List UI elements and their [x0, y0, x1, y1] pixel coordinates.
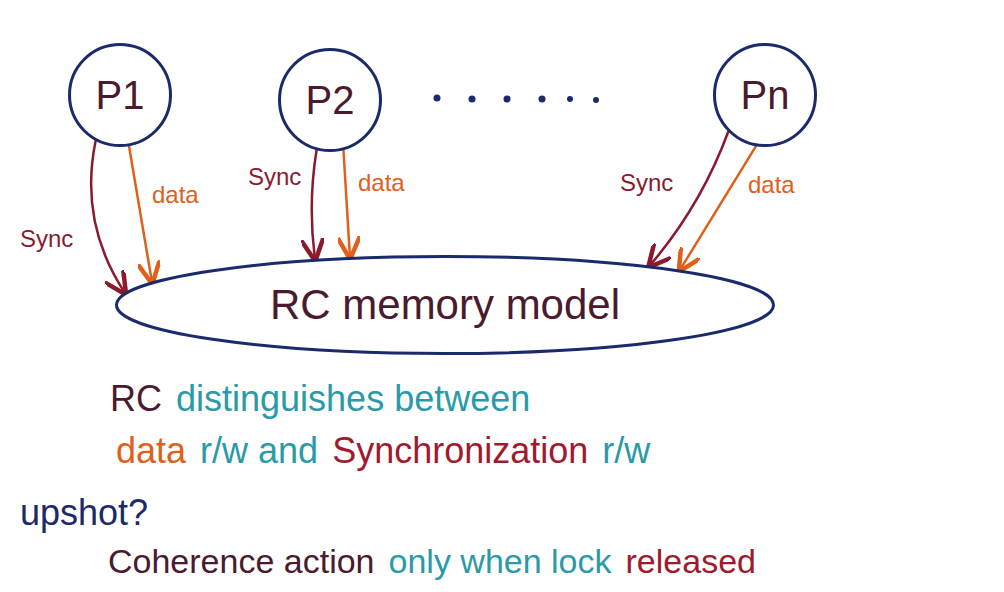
note-text: only when lock: [389, 542, 612, 581]
processor-circle: P1: [68, 43, 172, 147]
note-text: r/w: [602, 430, 650, 472]
edge-label: data: [746, 172, 797, 198]
ellipsis-dots: [434, 95, 600, 104]
edge-label: Sync: [618, 170, 675, 196]
sync-arrow: [91, 141, 125, 293]
data-arrow: [680, 146, 756, 270]
note-text: upshot?: [20, 492, 148, 534]
note-text: Synchronization: [332, 430, 588, 472]
text-line: Coherence action only when lock released: [108, 542, 756, 581]
note-text: r/w and: [200, 430, 318, 472]
edge-label: Sync: [246, 164, 303, 190]
processor-circle: P2: [278, 48, 382, 152]
note-text: released: [626, 542, 756, 581]
note-text: RC: [110, 378, 162, 420]
edge-label: Sync: [18, 226, 75, 252]
text-line: RC distinguishes between: [110, 378, 530, 420]
processor-circle: Pn: [713, 43, 817, 147]
edge-label: data: [150, 182, 201, 208]
note-text: data: [116, 430, 186, 472]
note-text: Coherence action: [108, 542, 375, 581]
sync-arrow: [650, 132, 729, 266]
node-text: P2: [306, 78, 355, 123]
node-text: Pn: [741, 73, 790, 118]
node-text: P1: [96, 73, 145, 118]
data-arrow: [129, 146, 152, 282]
text-line: data r/w and Synchronization r/w: [116, 430, 650, 472]
node-text: RC memory model: [270, 281, 620, 329]
note-text: distinguishes between: [176, 378, 530, 420]
text-line: upshot?: [20, 492, 148, 534]
memory-model-ellipse: RC memory model: [115, 255, 775, 355]
edge-label: data: [356, 170, 407, 196]
data-arrow: [343, 150, 350, 257]
sync-arrow: [312, 150, 317, 259]
